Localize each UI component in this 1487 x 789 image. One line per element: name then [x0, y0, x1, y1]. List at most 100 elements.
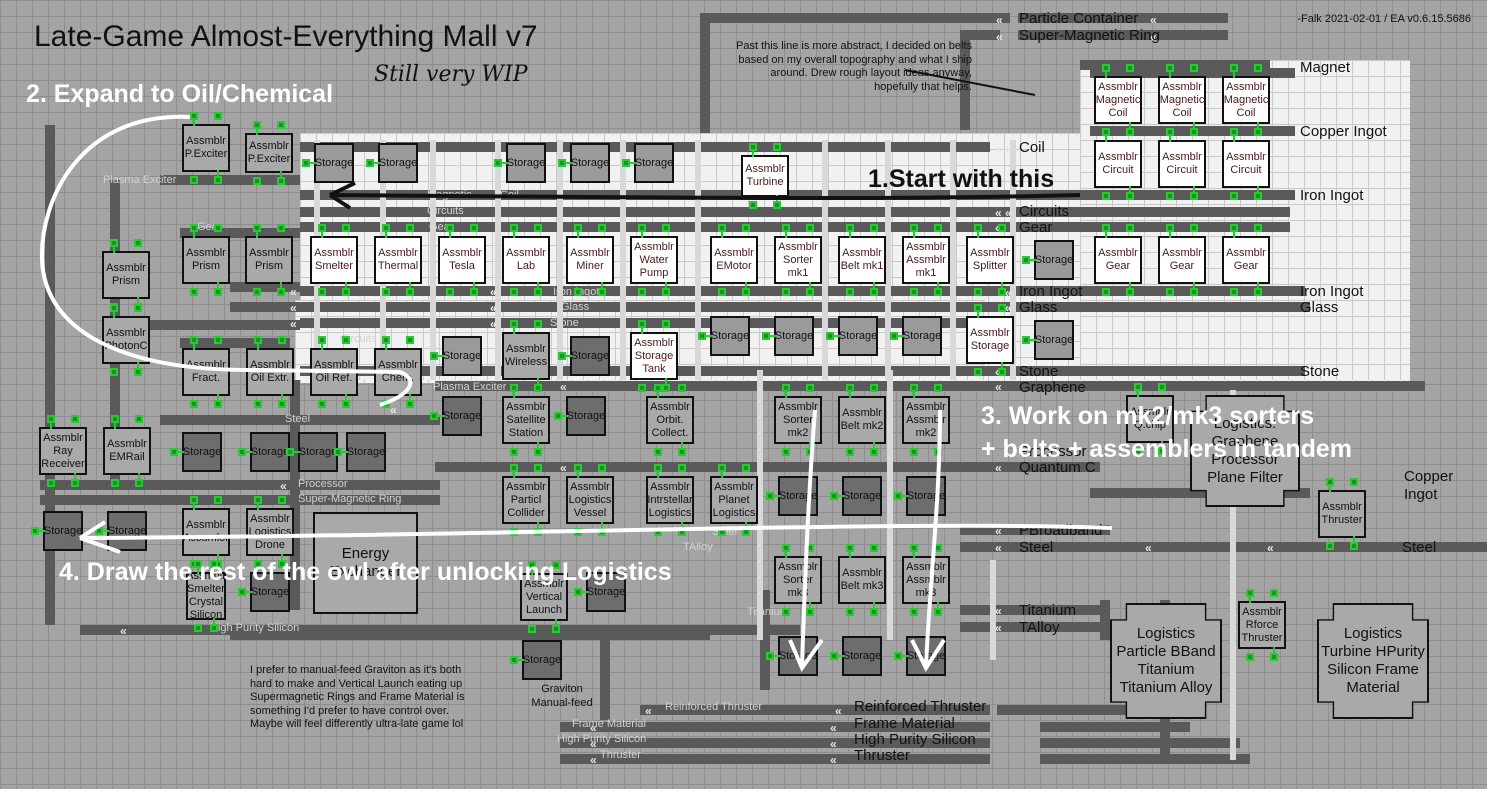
sorter-wire [785, 548, 787, 558]
assembler-prefix: Assmblr [186, 570, 226, 582]
sorter-port-icon [1270, 653, 1278, 661]
belt-segment-light [950, 140, 956, 380]
sorter-port-icon [654, 384, 662, 392]
sorter-port-icon [253, 288, 261, 296]
assembler-product: P.Exciter [247, 153, 291, 165]
sorter-wire [913, 228, 915, 238]
belt-direction-chevron-icon: « [995, 604, 1001, 618]
sorter-wire [641, 228, 643, 238]
annotation-step4: 4. Draw the rest of the owl after unlock… [59, 558, 672, 586]
bus-label: Ingot [1404, 486, 1438, 503]
storage-box: Storage [842, 636, 882, 676]
belt-segment [300, 302, 1310, 312]
assembler-product: EMotor [716, 260, 752, 272]
bus-label: Iron Ingot [1019, 283, 1083, 300]
bus-label: Super-Magnetic Ring [1019, 27, 1160, 44]
assembler-product: Magnetic Coil [1095, 93, 1141, 119]
belt-direction-chevron-icon: « [490, 317, 496, 331]
annotation-step3-line2: + belts + assemblers in tandem [981, 435, 1352, 463]
assembler-prefix: Assmblr [43, 431, 83, 444]
bus-label: Glass [1300, 299, 1339, 316]
assembler-prefix: Assmblr [1162, 247, 1202, 259]
sorter-port-icon [286, 448, 294, 456]
sorter-wire [321, 228, 323, 238]
sorter-port-icon [470, 288, 478, 296]
sorter-wire [1105, 68, 1107, 78]
assembler-prefix: Assmblr [570, 480, 610, 493]
sorter-port-icon [277, 177, 285, 185]
sorter-port-icon [598, 224, 606, 232]
sorter-port-icon [1190, 288, 1198, 296]
sorter-port-icon [342, 224, 350, 232]
sorter-port-icon [190, 176, 198, 184]
sorter-wire [531, 565, 533, 575]
sorter-wire [473, 282, 475, 292]
assembler-product: Vertical Launch [525, 590, 563, 616]
sorter-wire [836, 495, 844, 497]
sorter-port-icon [430, 412, 438, 420]
sorter-wire [721, 228, 723, 238]
sorter-wire [768, 335, 776, 337]
sorter-wire [681, 442, 683, 452]
sorter-port-icon [910, 448, 918, 456]
belt-segment [40, 480, 440, 490]
sorter-port-icon [214, 176, 222, 184]
sorter-port-icon [135, 415, 143, 423]
belt-segment [1040, 754, 1250, 764]
assembler-product: Ray Receiver [41, 444, 85, 470]
graviton-label: Graviton Manual-feed [522, 683, 602, 710]
belt-segment [300, 207, 1290, 217]
sorter-port-icon [1126, 192, 1134, 200]
sorter-port-icon [574, 288, 582, 296]
belt-segment [960, 622, 1110, 632]
sorter-port-icon [749, 143, 757, 151]
sorter-port-icon [554, 412, 562, 420]
assembler-prefix: Assmblr [1226, 151, 1266, 163]
assembler-product: Belt mk3 [840, 580, 884, 592]
assembler-product: Sorter mk2 [783, 413, 813, 439]
bus-label: Coil [1019, 139, 1045, 156]
graviton-label-line2: Manual-feed [531, 696, 593, 709]
sorter-port-icon [1230, 128, 1238, 136]
belt-segment [300, 190, 1290, 200]
belt-segment [230, 630, 710, 640]
sorter-port-icon [678, 448, 686, 456]
assembler-prefix: Assmblr [1098, 247, 1138, 259]
belt-segment [40, 495, 440, 505]
sorter-port-icon [846, 224, 854, 232]
sorter-wire [601, 282, 603, 292]
sorter-port-icon [974, 304, 982, 312]
logistics-block-label: Logistics Particle BBand Titanium Titani… [1116, 625, 1216, 696]
sorter-port-icon [998, 288, 1006, 296]
sorter-wire [50, 419, 52, 429]
sorter-wire [1257, 186, 1259, 196]
sorter-wire [74, 473, 76, 483]
storage-label: Storage [506, 156, 546, 169]
sorter-wire [513, 468, 515, 478]
belt-segment-light [557, 140, 563, 380]
sorter-port-icon [278, 496, 286, 504]
sorter-wire [1129, 282, 1131, 292]
sorter-wire [665, 378, 667, 388]
sorter-port-icon [870, 448, 878, 456]
belt-segment-light [822, 140, 828, 380]
